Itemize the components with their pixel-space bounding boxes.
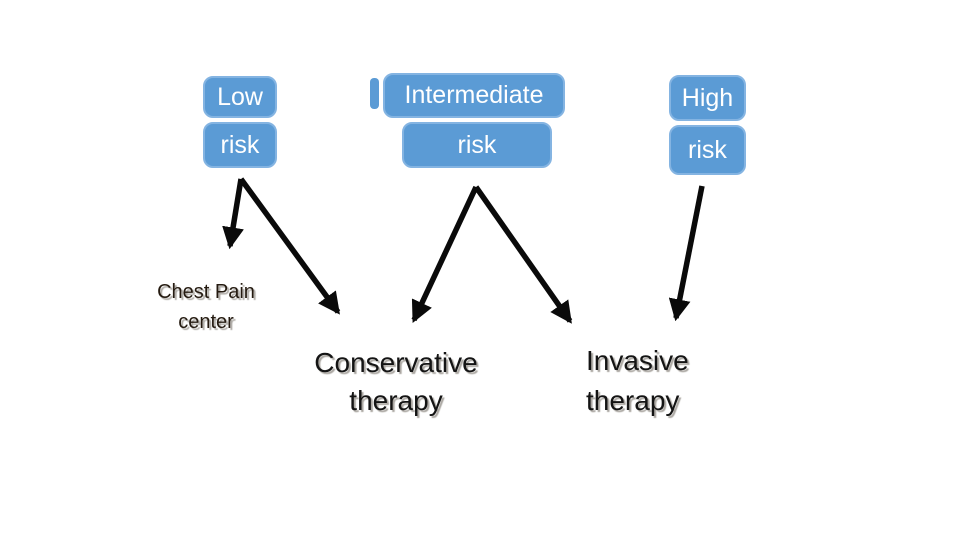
invasive-line1: Invasive <box>586 345 689 376</box>
high-risk-box-top: High <box>669 75 746 121</box>
intermediate-risk-label: Intermediate <box>404 81 544 109</box>
blue-sliver-shape <box>370 78 379 109</box>
chest-pain-line2: center <box>178 311 234 333</box>
invasive-line2: therapy <box>586 385 680 416</box>
arrow-intermediate-to-invasive-therapy <box>473 185 573 324</box>
intermediate-risk-box-bottom: risk <box>402 122 552 168</box>
chest-pain-line1: Chest Pain <box>157 281 255 303</box>
conservative-line1: Conservative <box>314 347 478 378</box>
low-risk-sublabel: risk <box>220 130 260 159</box>
arrow-intermediate-to-conservative-therapy <box>411 185 479 323</box>
conservative-therapy-label: Conservative therapy <box>306 344 486 420</box>
high-risk-sublabel: risk <box>688 135 727 164</box>
high-risk-label: High <box>681 83 734 112</box>
high-risk-box-bottom: risk <box>669 125 746 175</box>
intermediate-risk-sublabel: risk <box>457 130 497 159</box>
chest-pain-center-label: Chest Pain center <box>150 277 262 337</box>
arrow-low-risk-to-chest-pain-center <box>222 178 244 250</box>
low-risk-box-top: Low <box>203 76 277 118</box>
arrow-high-risk-to-invasive-therapy <box>668 185 705 322</box>
intermediate-risk-box-top: Intermediate <box>383 73 565 118</box>
invasive-therapy-label: Invasive therapy <box>586 341 706 421</box>
low-risk-box-bottom: risk <box>203 122 277 168</box>
conservative-line2: therapy <box>349 385 443 416</box>
low-risk-label: Low <box>217 82 263 111</box>
